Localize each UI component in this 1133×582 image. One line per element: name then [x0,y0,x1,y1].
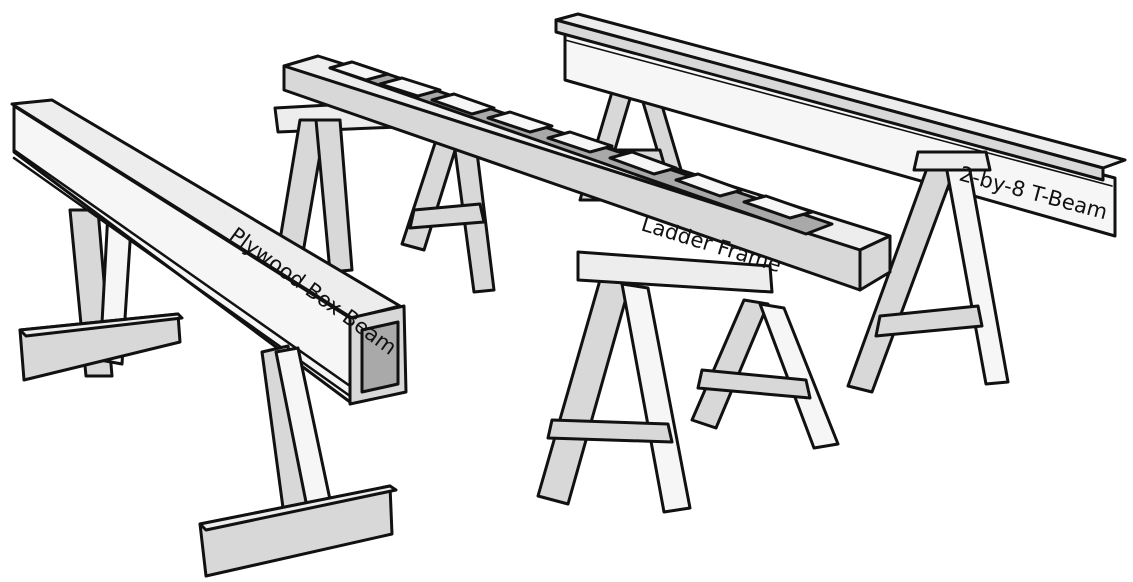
box-beam-end-cavity [360,320,400,394]
t-beam-right-sawhorse [846,150,1010,394]
t-beam-assembly: 2-by-8 T-Beam [554,12,1127,394]
ladder-front-sawhorse [536,250,840,514]
ladder-frame-assembly: Ladder Frame [273,54,892,514]
box-beam-front-sawhorse [198,344,398,578]
box-beam-assembly: Plywood Box Beam [10,98,408,578]
ladder-far-rail-end [858,234,892,292]
t-beam-flange-edge [554,18,1105,182]
ladder-rungs [328,60,814,220]
